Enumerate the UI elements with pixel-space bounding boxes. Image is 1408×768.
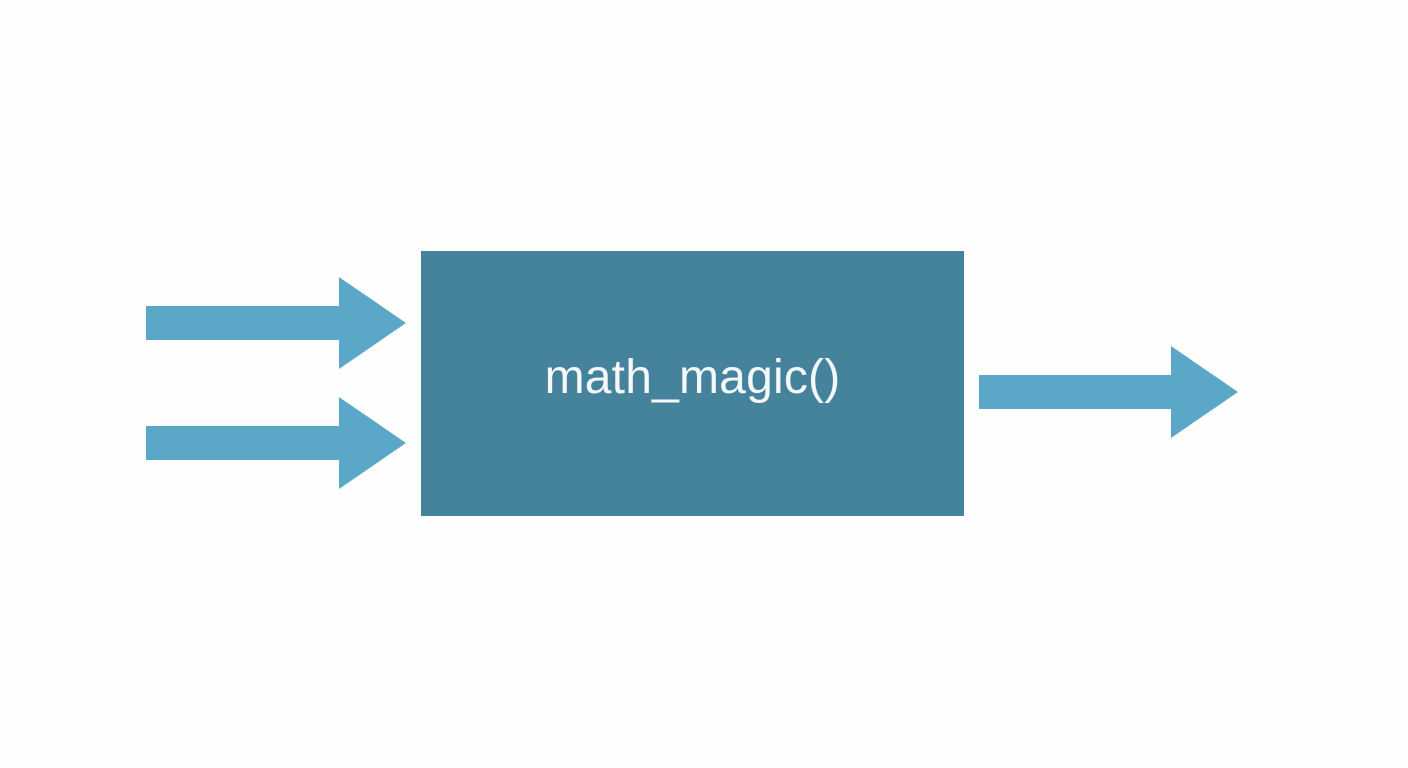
output-arrow-icon: [979, 346, 1238, 438]
function-box: math_magic(): [421, 251, 964, 516]
input-arrow-2-icon: [146, 397, 406, 489]
function-label: math_magic(): [544, 350, 841, 404]
input-arrow-1-icon: [146, 277, 406, 369]
